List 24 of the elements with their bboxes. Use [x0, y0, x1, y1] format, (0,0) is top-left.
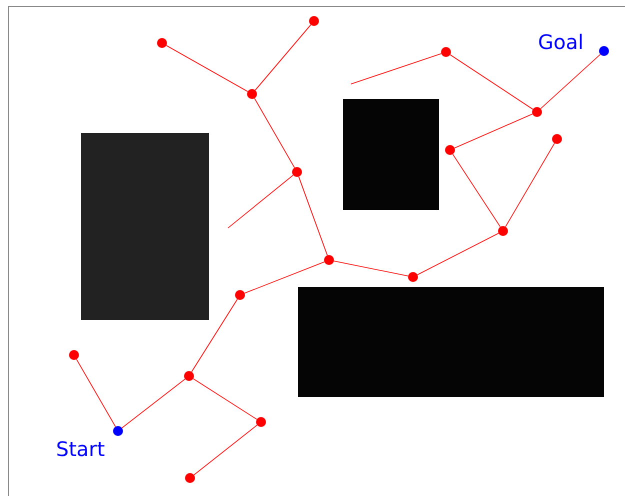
tree-edge: [122, 378, 186, 428]
tree-edge: [540, 54, 601, 110]
tree-edge: [454, 114, 533, 148]
obstacle-block: [343, 99, 439, 210]
tree-edge: [452, 154, 501, 228]
tree-edge: [505, 142, 555, 228]
tree-edge: [350, 53, 442, 84]
node-label: Goal: [538, 32, 584, 52]
tree-edge: [298, 176, 328, 256]
tree-edge: [192, 378, 258, 420]
tree-edge: [450, 54, 534, 110]
tree-edge: [254, 98, 295, 168]
tree-edge: [194, 424, 258, 476]
obstacle-block: [81, 133, 209, 320]
tree-edge: [334, 260, 408, 276]
tree-edge: [254, 24, 312, 91]
tree-edge: [228, 174, 294, 228]
tree-edge: [76, 358, 116, 428]
tree-edge: [244, 261, 325, 294]
tree-edge: [191, 298, 238, 372]
tree-edge: [166, 45, 248, 92]
obstacle-block: [298, 287, 604, 397]
tree-edge: [417, 232, 499, 276]
node-label: Start: [56, 439, 105, 459]
